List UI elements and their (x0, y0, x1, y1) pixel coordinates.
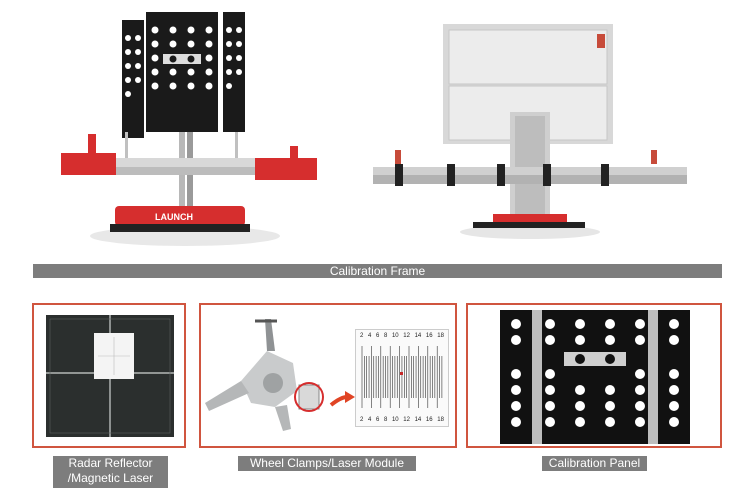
panel-dot (669, 385, 679, 395)
laser-scale-tick-bottom-1: 4 (367, 417, 372, 423)
panel-dot (669, 335, 679, 345)
banner-label: Calibration Frame (329, 264, 426, 278)
panel-dot (635, 385, 645, 395)
laser-scale-tick-top-0: 2 (360, 333, 364, 339)
panel-dot (605, 401, 615, 411)
laser-scale-tick-bottom-4: 10 (391, 417, 399, 423)
panel-dot (511, 319, 521, 329)
laser-scale-tick-top-7: 16 (425, 333, 433, 339)
panel-dot (575, 335, 585, 345)
laser-scale-lines (361, 346, 443, 408)
calibration-panel-image (500, 310, 690, 444)
panel-dot (635, 319, 645, 329)
laser-scale-tick-bottom-5: 12 (403, 417, 410, 423)
laser-scale-tick-top-2: 6 (375, 333, 380, 339)
laser-scale-tick-bottom-0: 2 (360, 417, 364, 423)
radar-reflector-caption: Radar Reflector /Magnetic Laser (53, 456, 168, 488)
calibration-panel-box (466, 303, 722, 448)
panel-dot (605, 385, 615, 395)
panel-dot (511, 401, 521, 411)
panel-dot (575, 401, 585, 411)
panel-dot (511, 385, 521, 395)
panel-dot (511, 335, 521, 345)
panel-dot (545, 401, 555, 411)
panel-dot (635, 401, 645, 411)
panel-dot (669, 401, 679, 411)
radar-caption-line2: /Magnetic Laser (67, 471, 154, 485)
radar-caption-line1: Radar Reflector (68, 456, 153, 470)
panel-dot (605, 319, 615, 329)
panel-dot (511, 369, 521, 379)
wheel-clamps-caption: Wheel Clamps/Laser Module (238, 456, 416, 471)
laser-scale-tick-top-4: 10 (391, 333, 399, 339)
panel-dot (635, 417, 645, 427)
laser-scale-tick-bottom-7: 16 (425, 417, 433, 423)
laser-scale-tick-bottom-3: 8 (383, 417, 388, 423)
laser-scale-tick-top-1: 4 (367, 333, 372, 339)
panel-dot (605, 417, 615, 427)
panel-dot (511, 417, 521, 427)
panel-dot (575, 385, 585, 395)
panel-dot (545, 335, 555, 345)
calibration-panel-caption: Calibration Panel (542, 456, 647, 471)
laser-scale-tick-top-6: 14 (414, 333, 422, 339)
radar-reflector-box (32, 303, 186, 448)
laser-scale-tick-top-8: 18 (437, 333, 444, 339)
calibration-frame-front-image: LAUNCH (61, 12, 317, 246)
radar-reflector-image (46, 315, 174, 437)
panel-dot (545, 319, 555, 329)
calibration-frame-rear-image (373, 24, 687, 239)
panel-dot (545, 369, 555, 379)
panel-dot (669, 319, 679, 329)
panel-dot (635, 369, 645, 379)
laser-scale-tick-bottom-6: 14 (414, 417, 422, 423)
laser-scale-tick-top-5: 12 (403, 333, 410, 339)
panel-dot (575, 417, 585, 427)
laser-scale-tick-bottom-2: 6 (375, 417, 380, 423)
panel-dot (545, 417, 555, 427)
panel-dot (605, 335, 615, 345)
calibration-frame-banner: Calibration Frame (33, 264, 722, 278)
laser-scale-tick-bottom-8: 18 (437, 417, 444, 423)
panel-dot (575, 319, 585, 329)
panel-dot (545, 385, 555, 395)
panel-dot (669, 417, 679, 427)
wheel-clamp-image (205, 319, 355, 431)
brand-label: LAUNCH (155, 212, 193, 222)
laser-scale-tick-top-3: 8 (383, 333, 388, 339)
panel-dot (635, 335, 645, 345)
panel-dot (669, 369, 679, 379)
